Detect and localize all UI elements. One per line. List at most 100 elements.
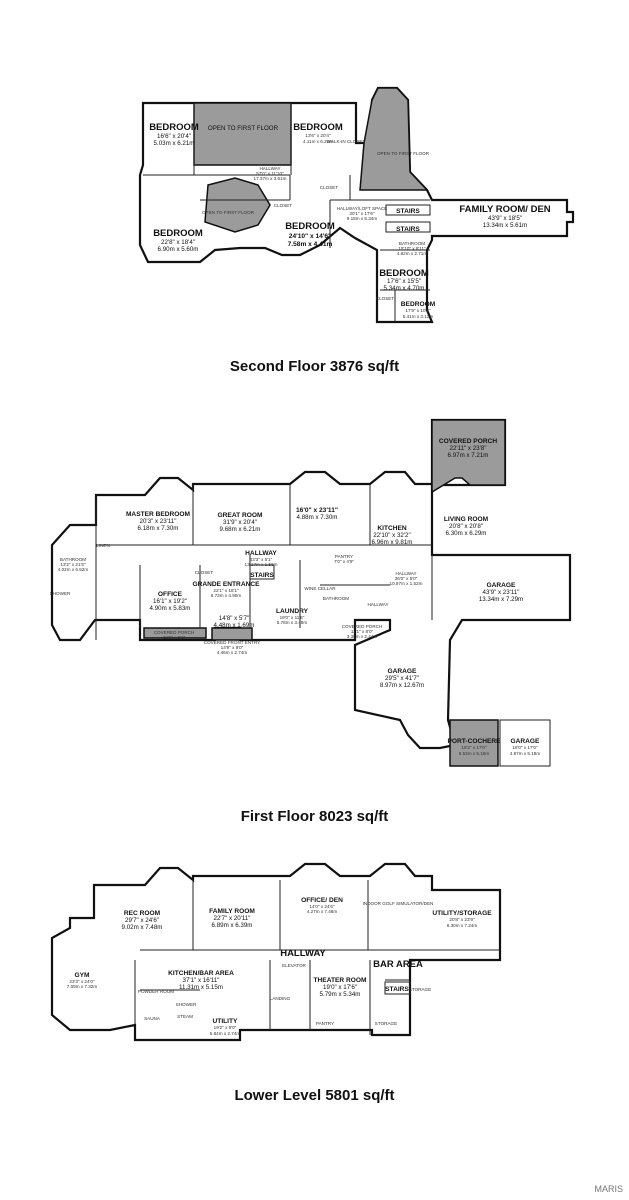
l-kitchen-name: KITCHEN/BAR AREA [168, 970, 234, 977]
s-open3: OPEN TO FIRST FLOOR [202, 210, 255, 215]
f-laundry-name: LAUNDRY [276, 608, 309, 615]
first-floor-title: First Floor 8023 sq/ft [240, 808, 389, 825]
l-office-metric: 4.27m x 7.48m [307, 909, 338, 914]
s-open1: OPEN TO FIRST FLOOR [208, 125, 279, 132]
f-office-dims: 16'1" x 19'2" [153, 598, 187, 605]
s-bath-dims: 15'10" x 8'11" [398, 246, 426, 251]
l-rec-metric: 9.02m x 7.48m [122, 924, 163, 931]
s-hallway-name: HALLWAY [259, 166, 280, 171]
l-shower: SHOWER [176, 1002, 197, 1007]
s-loft-name: HALLWAY/LOFT SPACE [337, 206, 388, 211]
stairs-upper [385, 204, 431, 216]
f-room16-metric: 4.88m x 7.30m [297, 514, 338, 521]
f-porch-name: COVERED PORCH [439, 438, 497, 445]
covered-front-grey [211, 627, 253, 641]
f-stairs-box [249, 564, 275, 580]
f-hall2-metric: 10.97m x 1.52m [390, 581, 423, 586]
s-family-metric: 13.34m x 5.61m [483, 222, 527, 229]
f-master-metric: 6.18m x 7.30m [138, 525, 179, 532]
f-hallway3: HALLWAY [367, 602, 388, 607]
f-garage1-metric: 13.34m x 7.29m [479, 596, 523, 603]
f-garage3-dims: 16'0" x 17'0" [512, 745, 538, 750]
s-closet3: CLOSET [376, 296, 395, 301]
f-porch-metric: 6.97m x 7.21m [448, 452, 489, 459]
f-wine: WINE CELLAR [304, 586, 336, 591]
f-porte-dims: 18'2" x 17'0" [461, 745, 487, 750]
s-stairs1: STAIRS [396, 208, 420, 215]
f-stairs: STAIRS [250, 572, 274, 579]
s-family-name: FAMILY ROOM/ DEN [459, 204, 550, 215]
f-garage3-metric: 4.87m x 5.18m [510, 751, 541, 756]
f-front-dims: 14'9" x 9'0" [221, 645, 244, 650]
open-to-first-floor-2 [359, 87, 429, 191]
f-hallway-dims: 43'3" x 5'1" [250, 557, 273, 562]
s-stairs2: STAIRS [396, 226, 420, 233]
s-open2: OPEN TO FIRST FLOOR [377, 151, 430, 156]
l-utility2-metric: 5.84m x 2.74m [210, 1031, 241, 1036]
covered-porch-grey [431, 419, 506, 494]
f-office-metric: 4.90m x 5.83m [150, 605, 191, 612]
l-utility-dims: 20'8" x 23'9" [449, 917, 475, 922]
f-porch-dims: 22'11" x 23'8" [450, 445, 487, 452]
f-garage2-dims: 29'5" x 41'7" [385, 675, 419, 682]
l-utility-name: UTILITY/STORAGE [432, 910, 492, 917]
f-porch3-name: COVERED PORCH [342, 624, 383, 629]
s-walkin: WALK-IN CLOSET [327, 139, 366, 144]
f-porte-name: PORT-COCHERE [447, 738, 501, 745]
s-bedroom5-metric: 5.34m x 4.70m [384, 285, 425, 292]
l-rec-dims: 29'7" x 24'6" [125, 917, 159, 924]
f-hallway-metric: 13.17m x 1.56m [245, 562, 278, 567]
s-bath-name: BATHROOM [399, 241, 425, 246]
f-porch2-dims: 22'6" x 9'6" [163, 635, 186, 640]
s-bedroom5-name: BEDROOM [379, 268, 429, 279]
s-bedroom3-name: BEDROOM [153, 228, 203, 239]
f-garage1-dims: 43'9" x 23'11" [483, 589, 520, 596]
f-hall2-dims: 36'0" x 5'0" [395, 576, 418, 581]
f-porte-metric: 5.53m x 5.18m [459, 751, 490, 756]
f-linen: LINEN [96, 543, 110, 548]
l-storage1: STORAGE [409, 987, 431, 992]
f-kitchen-dims: 22'10" x 32'2" [373, 532, 410, 539]
lower-level-outline [50, 862, 502, 1042]
second-floor-title: Second Floor 3876 sq/ft [229, 358, 400, 375]
l-utility-metric: 6.30m x 7.24m [447, 923, 478, 928]
f-pantry-name: PANTRY [335, 554, 353, 559]
l-theater-metric: 5.79m x 5.34m [320, 991, 361, 998]
s-closet2: CLOSET [274, 203, 293, 208]
s-hallway-metric: 17.37m x 3.61m [254, 176, 287, 181]
s-bedroom2-name: BEDROOM [293, 122, 343, 133]
s-bedroom6-name: BEDROOM [401, 301, 436, 308]
porte-cochere-grey [449, 719, 499, 767]
f-master-name: MASTER BEDROOM [126, 511, 191, 518]
f-garage2-metric: 8.97m x 12.67m [380, 682, 424, 689]
f-porch3-dims: 11'1" x 8'0" [351, 629, 374, 634]
s-bedroom3-dims: 22'8" x 18'4" [161, 239, 195, 246]
f-porch3-metric: 3.38m x 2.44m [347, 634, 378, 639]
f-porch2-name: COVERED PORCH [154, 630, 195, 635]
f-foyer-dims: 14'8" x 5'7" [219, 615, 250, 622]
f-kitchen-metric: 6.96m x 9.81m [372, 539, 413, 546]
f-hallway-name: HALLWAY [245, 550, 277, 557]
l-office-dims: 14'0" x 24'6" [309, 904, 335, 909]
second-floor-plan [138, 86, 575, 324]
l-family-name: FAMILY ROOM [209, 908, 255, 915]
f-living-metric: 6.30m x 6.29m [446, 530, 487, 537]
first-floor-plan [50, 418, 572, 767]
s-bedroom1-name: BEDROOM [149, 122, 199, 133]
l-hallway: HALLWAY [280, 948, 326, 959]
l-stairs-box [384, 981, 411, 995]
l-sauna: SAUNA [144, 1016, 161, 1021]
f-bath-name: BATHROOM [60, 557, 86, 562]
l-landing: LANDING [270, 996, 291, 1001]
l-pantry: PANTRY [316, 1021, 334, 1026]
f-garage1-name: GARAGE [487, 582, 517, 589]
f-living-name: LIVING ROOM [444, 516, 489, 523]
l-utility2-dims: 19'2" x 9'0" [214, 1025, 237, 1030]
l-elevator: ELEVATOR [282, 963, 306, 968]
s-bedroom2-metric: 4.11m x 6.21m [303, 139, 333, 144]
l-gym-dims: 23'3" x 24'0" [69, 979, 95, 984]
s-bedroom1-dims: 16'6" x 20'4" [157, 133, 191, 140]
open-to-first-floor-1 [193, 102, 292, 166]
l-gym-metric: 7.09m x 7.32m [67, 984, 98, 989]
